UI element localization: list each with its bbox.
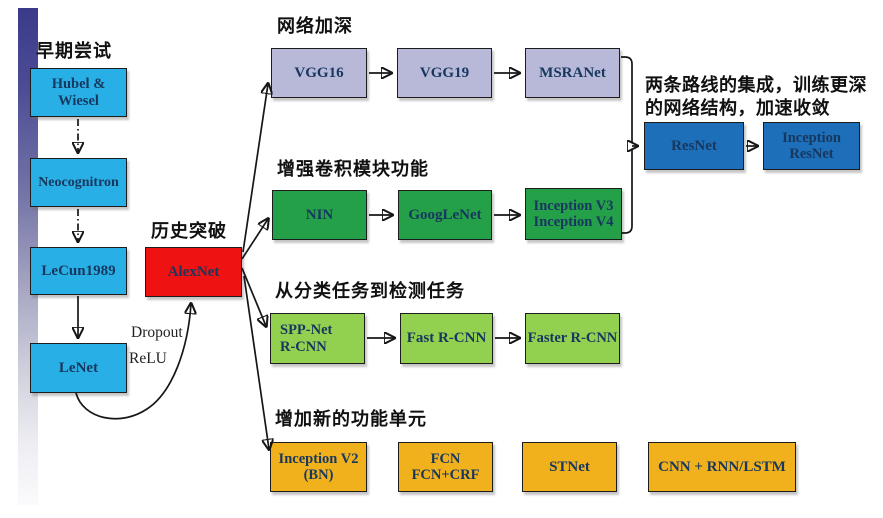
node-stnet: STNet <box>522 442 617 492</box>
node-vgg19: VGG19 <box>397 48 492 98</box>
arrow-alexnet-to-sppnet <box>241 267 266 326</box>
section-label-early-attempts: 早期尝试 <box>36 41 112 61</box>
node-nin: NIN <box>272 190 367 240</box>
node-inception-resnet-line1: Inception <box>782 129 841 146</box>
node-resnet: ResNet <box>644 122 744 170</box>
node-msranet: MSRANet <box>525 48 620 98</box>
arrow-alexnet-to-vgg16 <box>242 84 268 253</box>
node-rcnn-line: R-CNN <box>280 338 327 355</box>
node-fast-rcnn: Fast R-CNN <box>400 313 493 364</box>
node-alexnet: AlexNet <box>145 247 242 297</box>
node-fcn: FCN FCN+CRF <box>398 442 493 492</box>
node-inception-v2-line: Inception V2 <box>278 450 359 467</box>
dropout-label: Dropout <box>131 324 183 341</box>
node-spp-net-line: SPP-Net <box>280 322 333 339</box>
node-inception-v4-line: Inception V4 <box>533 214 614 230</box>
section-label-new-units: 增加新的功能单元 <box>275 409 427 429</box>
node-lecun1989: LeCun1989 <box>30 247 127 295</box>
node-bn-line: (BN) <box>303 467 334 483</box>
node-inception-v2-bn: Inception V2 (BN) <box>270 442 367 492</box>
node-spp-net-rcnn: SPP-Net R-CNN <box>270 313 365 364</box>
node-vgg16: VGG16 <box>271 48 367 98</box>
relu-label: ReLU <box>129 350 167 367</box>
arrow-alexnet-to-nin <box>241 219 268 260</box>
node-cnn-rnn-lstm: CNN + RNN/LSTM <box>648 442 796 492</box>
node-fcn-crf-line: FCN+CRF <box>411 467 480 483</box>
node-faster-rcnn: Faster R-CNN <box>525 313 620 364</box>
node-inception-v3-v4: Inception V3 Inception V4 <box>525 188 622 240</box>
node-googlenet: GoogLeNet <box>398 190 492 240</box>
merge-note-line1: 两条路线的集成，训练更深 <box>645 75 867 95</box>
bracket-msranet <box>621 56 633 143</box>
bracket-inception-v3-v4 <box>621 149 633 234</box>
node-hubel-wiesel-line1: Hubel & <box>51 76 106 93</box>
node-inception-v3-line: Inception V3 <box>533 197 614 214</box>
section-label-network-deepening: 网络加深 <box>277 16 353 36</box>
node-inception-resnet-line2: ResNet <box>789 146 834 162</box>
node-lenet: LeNet <box>30 343 127 393</box>
section-label-enhanced-conv: 增强卷积模块功能 <box>277 159 429 179</box>
node-hubel-wiesel: Hubel & Wiesel <box>30 68 127 117</box>
arrow-alexnet-to-inception-v2 <box>243 275 269 449</box>
merge-note: 两条路线的集成，训练更深 的网络结构，加速收敛 <box>645 74 867 120</box>
node-inception-resnet: Inception ResNet <box>763 122 860 170</box>
merge-note-line2: 的网络结构，加速收敛 <box>645 98 830 118</box>
section-label-detection-tasks: 从分类任务到检测任务 <box>275 281 465 301</box>
node-hubel-wiesel-line2: Wiesel <box>58 92 99 109</box>
node-neocognitron: Neocognitron <box>30 158 127 207</box>
section-label-breakthrough: 历史突破 <box>151 221 227 241</box>
node-fcn-line1: FCN <box>430 450 461 467</box>
